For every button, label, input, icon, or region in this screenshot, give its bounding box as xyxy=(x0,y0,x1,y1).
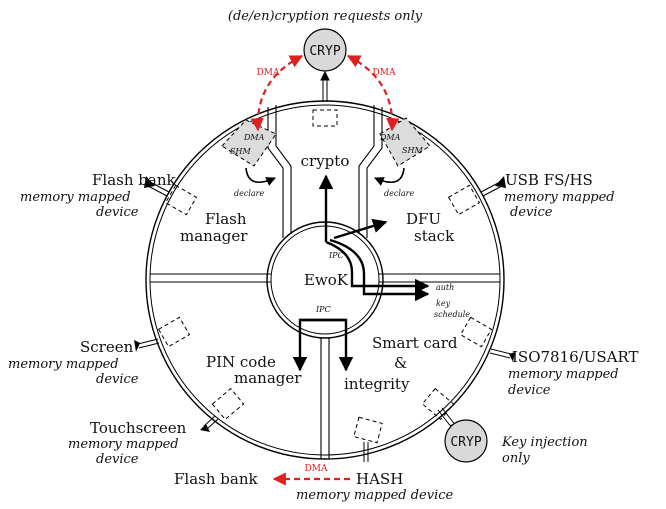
svg-text:device: device xyxy=(96,372,139,387)
ipc-arrows xyxy=(292,174,430,372)
svg-text:device: device xyxy=(96,452,139,467)
declare-label-left: declare xyxy=(234,189,264,198)
dfu-label-2: stack xyxy=(414,227,455,245)
ipc-label-bottom: IPC xyxy=(315,305,331,314)
dma-arrow-right xyxy=(346,55,400,132)
flash-manager-label-2: manager xyxy=(180,227,248,245)
device-usb: USB FS/HS memory mapped device xyxy=(504,171,615,220)
svg-text:memory mapped: memory mapped xyxy=(20,190,131,205)
device-arrowheads xyxy=(134,176,515,432)
svg-text:memory mapped: memory mapped xyxy=(68,437,179,452)
svg-text:SHM: SHM xyxy=(230,147,251,156)
key-injection-label-2: only xyxy=(502,451,530,466)
declare-label-right: declare xyxy=(384,189,414,198)
dma-arrow-left xyxy=(250,55,304,132)
device-touchscreen: Touchscreen memory mapped device xyxy=(68,419,187,467)
dfu-label-1: DFU xyxy=(406,210,441,228)
ewok-label: EwoK xyxy=(304,271,349,289)
svg-text:device: device xyxy=(508,383,551,398)
dma-label-left: DMA xyxy=(257,68,280,78)
svg-text:Touchscreen: Touchscreen xyxy=(90,419,187,437)
key-label: key xyxy=(436,299,451,308)
svg-text:SHM: SHM xyxy=(402,146,423,155)
cryp-bottom-node: CRYP xyxy=(444,419,488,463)
cryp-top-node: CRYP xyxy=(303,28,347,72)
flash-bank-bottom-label: Flash bank xyxy=(174,470,258,488)
dma-label-right: DMA xyxy=(373,68,396,78)
hash-type-label: memory mapped device xyxy=(296,488,454,503)
device-iso: ISO7816/USART memory mapped device xyxy=(508,348,639,398)
svg-text:memory mapped: memory mapped xyxy=(504,190,615,205)
smartcard-label-1: Smart card xyxy=(372,334,458,352)
pin-label-2: manager xyxy=(234,369,302,387)
declare-arrow-right xyxy=(374,167,405,186)
hash-link xyxy=(363,442,369,462)
auth-label: auth xyxy=(436,283,454,292)
svg-text:CRYP: CRYP xyxy=(450,435,481,450)
top-note: (de/en)cryption requests only xyxy=(228,9,423,24)
svg-text:ISO7816/USART: ISO7816/USART xyxy=(512,348,639,366)
cryp-link xyxy=(320,70,330,102)
svg-text:memory mapped: memory mapped xyxy=(8,357,119,372)
device-screen: Screen memory mapped device xyxy=(8,338,139,387)
device-flash-bank-left: Flash bank memory mapped device xyxy=(20,171,176,220)
smartcard-label-3: integrity xyxy=(344,375,410,393)
cryp-link-bottom xyxy=(437,407,457,429)
svg-text:Screen: Screen xyxy=(80,338,134,356)
svg-text:DMA: DMA xyxy=(243,133,265,142)
svg-text:USB FS/HS: USB FS/HS xyxy=(505,171,593,189)
device-connectors xyxy=(137,181,512,430)
svg-text:device: device xyxy=(510,205,553,220)
svg-text:CRYP: CRYP xyxy=(309,44,340,59)
dma-label-bottom: DMA xyxy=(305,464,328,474)
schedule-label: schedule xyxy=(434,310,470,319)
svg-text:memory mapped: memory mapped xyxy=(508,367,619,382)
pin-label-1: PIN code xyxy=(206,353,276,371)
shm-left: DMA SHM xyxy=(221,119,277,167)
outer-ring xyxy=(145,100,505,460)
flash-manager-label-1: Flash xyxy=(205,210,247,228)
svg-text:device: device xyxy=(96,205,139,220)
outer-ring-inner xyxy=(149,104,501,456)
crypto-label: crypto xyxy=(301,152,350,170)
declare-arrow-left xyxy=(245,167,276,186)
svg-text:Flash bank: Flash bank xyxy=(92,171,176,189)
key-injection-label-1: Key injection xyxy=(501,435,588,450)
smartcard-label-2: & xyxy=(394,354,407,372)
interface-boxes xyxy=(157,109,493,444)
hash-label: HASH xyxy=(356,470,403,488)
shm-right: DMA SHM xyxy=(379,117,431,167)
ipc-label-top: IPC xyxy=(328,251,344,260)
svg-text:DMA: DMA xyxy=(379,133,401,142)
